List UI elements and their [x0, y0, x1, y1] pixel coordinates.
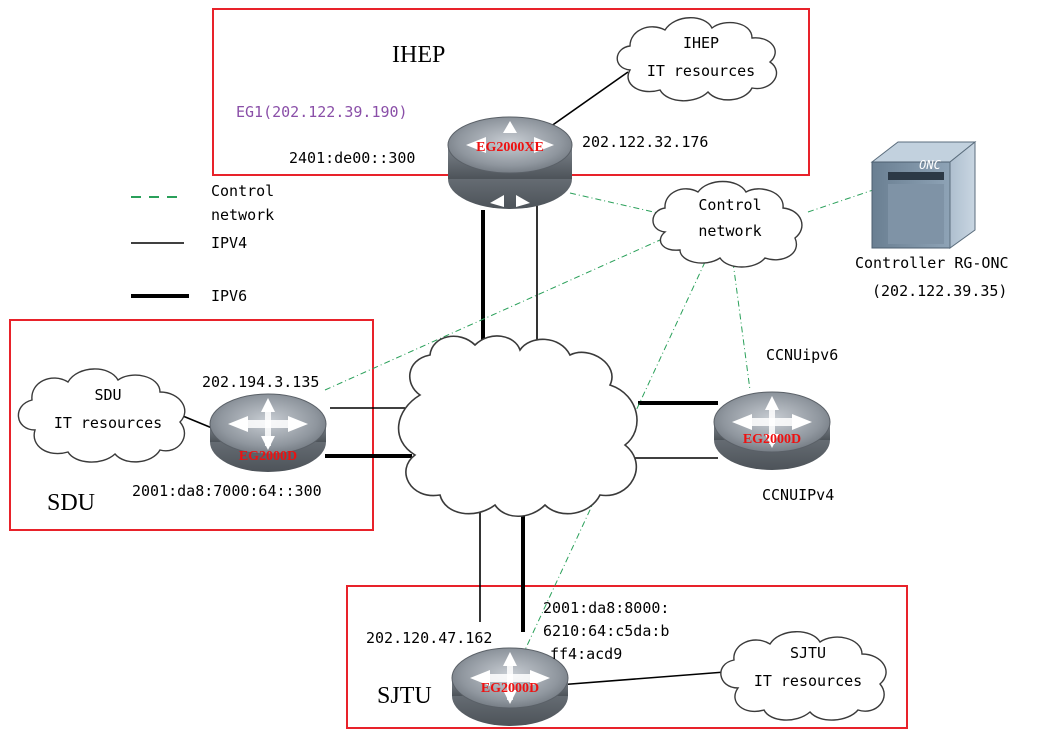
ihep-ipv4: 202.122.32.176 — [582, 133, 708, 151]
sdu-site-box — [9, 319, 374, 531]
sjtu-site-name: SJTU — [377, 683, 432, 709]
ihep-resources-line2: IT resources — [647, 62, 755, 80]
sdu-ipv6: 2001:da8:7000:64::300 — [132, 482, 322, 500]
sdu-resources-line2: IT resources — [54, 414, 162, 432]
legend-control-line1: Control — [211, 182, 274, 200]
control-network-line1: Control — [698, 196, 761, 214]
ipv6-links — [325, 210, 718, 632]
ihep-router-model: EG2000XE — [476, 140, 544, 155]
sjtu-site-box — [346, 585, 908, 729]
legend: Control network IPV4 IPV6 — [131, 182, 274, 305]
ihep-it-resources-cloud: IHEP IT resources — [616, 17, 778, 102]
ihep-resources-line1: IHEP — [683, 34, 719, 52]
internet-cloud — [397, 335, 638, 517]
controller-ip: (202.122.39.35) — [872, 282, 1007, 300]
legend-control-line2: network — [211, 206, 274, 224]
sjtu-ipv6-line2: 6210:64:c5da:b — [543, 622, 669, 640]
sdu-ipv4: 202.194.3.135 — [202, 373, 319, 391]
sdu-it-resources-cloud: SDU IT resources — [17, 368, 186, 463]
sdu-site-name: SDU — [47, 490, 95, 516]
ccnu-ipv6-label: CCNUipv6 — [766, 346, 838, 364]
sjtu-resources-line1: SJTU — [790, 644, 826, 662]
controller-server-icon: ONC — [870, 140, 977, 249]
sdu-resources-line1: SDU — [94, 386, 121, 404]
legend-ipv6-label: IPV6 — [211, 287, 247, 305]
sjtu-ipv4: 202.120.47.162 — [366, 629, 492, 647]
sjtu-resources-line2: IT resources — [754, 672, 862, 690]
control-network-line2: network — [698, 222, 761, 240]
sjtu-it-resources-cloud: SJTU IT resources — [720, 631, 887, 721]
sjtu-ipv6-line3: ff4:acd9 — [550, 645, 622, 663]
ccnu-ipv4-label: CCNUIPv4 — [762, 486, 834, 504]
controller-name: Controller RG-ONC — [855, 254, 1009, 272]
sjtu-ipv6-line1: 2001:da8:8000: — [543, 599, 669, 617]
ihep-site-name: IHEP — [392, 42, 445, 68]
sjtu-router: EG2000D — [451, 647, 569, 727]
sjtu-router-model: EG2000D — [481, 681, 539, 696]
ihep-ipv6: 2401:de00::300 — [289, 149, 415, 167]
sdu-router: EG2000D — [209, 393, 327, 473]
control-network-cloud: Control network — [652, 180, 803, 268]
controller-brand: ONC — [919, 158, 941, 172]
ihep-router: EG2000XE — [447, 116, 573, 209]
sdu-router-model: EG2000D — [239, 449, 297, 464]
legend-ipv4-label: IPV4 — [211, 234, 247, 252]
ccnu-router-model: EG2000D — [743, 432, 801, 447]
ihep-eg-label: EG1(202.122.39.190) — [236, 103, 408, 121]
ccnu-router: EG2000D — [713, 391, 831, 471]
